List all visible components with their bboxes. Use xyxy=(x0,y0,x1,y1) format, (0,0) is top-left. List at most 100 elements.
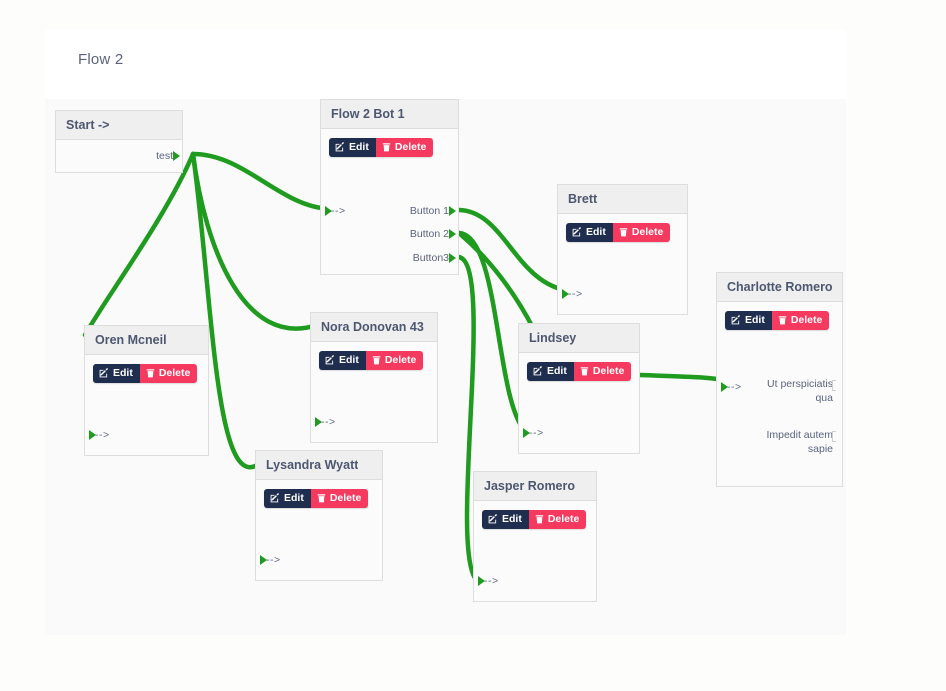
edit-button[interactable]: Edit xyxy=(93,364,140,383)
page-title: Flow 2 xyxy=(78,51,124,68)
node-body: Edit Delete --> xyxy=(519,353,639,453)
node-lysandra-wyatt[interactable]: Lysandra Wyatt Edit Delete xyxy=(255,450,383,581)
edit-button[interactable]: Edit xyxy=(527,362,574,381)
node-jasper-romero[interactable]: Jasper Romero Edit Delete xyxy=(473,471,597,602)
edge-start-to-oren xyxy=(82,151,196,338)
port-marker-in-icon xyxy=(562,289,569,299)
node-action-group: Edit Delete xyxy=(93,364,198,383)
node-body: Edit Delete --> xyxy=(311,342,437,442)
edit-button[interactable]: Edit xyxy=(725,311,772,330)
port-in[interactable]: --> xyxy=(721,380,742,394)
trash-icon xyxy=(382,142,391,152)
edit-button[interactable]: Edit xyxy=(566,223,613,242)
delete-button-label: Delete xyxy=(329,492,362,504)
port-in[interactable]: --> xyxy=(478,574,499,588)
edge-button2-to-lindsey xyxy=(456,230,528,434)
node-flow-2-bot-1[interactable]: Flow 2 Bot 1 Edit Delete xyxy=(320,99,459,275)
node-header: Flow 2 Bot 1 xyxy=(321,100,458,129)
trash-icon xyxy=(778,315,787,325)
delete-button[interactable]: Delete xyxy=(139,364,198,383)
pencil-square-icon xyxy=(99,368,109,378)
delete-button[interactable]: Delete xyxy=(612,223,671,242)
port-in[interactable]: --> xyxy=(562,287,583,301)
trash-icon xyxy=(580,366,589,376)
node-action-group: Edit Delete xyxy=(264,489,369,508)
node-charlotte-romero[interactable]: Charlotte Romero Edit Delete xyxy=(716,272,843,487)
node-header: Start -> xyxy=(56,111,182,140)
edit-button[interactable]: Edit xyxy=(264,489,311,508)
port-marker-in-icon xyxy=(89,430,96,440)
edit-button[interactable]: Edit xyxy=(329,138,376,157)
port-marker-out-icon xyxy=(449,206,456,216)
node-header: Lindsey xyxy=(519,324,639,353)
delete-button[interactable]: Delete xyxy=(528,510,587,529)
pencil-square-icon xyxy=(533,366,543,376)
port-out-button-2[interactable]: Button 2 xyxy=(410,227,456,241)
delete-button-label: Delete xyxy=(790,314,823,326)
node-action-group: Edit Delete xyxy=(725,311,830,330)
port-in[interactable]: --> xyxy=(260,553,281,567)
delete-button[interactable]: Delete xyxy=(310,489,369,508)
trash-icon xyxy=(535,514,544,524)
port-marker-out-icon xyxy=(832,431,836,442)
port-marker-out-icon xyxy=(832,380,836,391)
node-action-group: Edit Delete xyxy=(566,223,671,242)
node-title: Oren Mcneil xyxy=(95,333,167,347)
delete-button[interactable]: Delete xyxy=(365,351,424,370)
port-out-button-1[interactable]: Button 1 xyxy=(410,204,456,218)
node-action-group: Edit Delete xyxy=(482,510,587,529)
port-out-test[interactable]: test xyxy=(156,149,180,163)
node-body: Edit Delete --> xyxy=(558,214,687,314)
port-marker-in-icon xyxy=(315,417,322,427)
port-marker-out-icon xyxy=(449,229,456,239)
port-in[interactable]: --> xyxy=(523,426,544,440)
node-title: Flow 2 Bot 1 xyxy=(331,107,405,121)
delete-button[interactable]: Delete xyxy=(375,138,434,157)
edge-button1-to-brett xyxy=(456,207,573,294)
delete-button[interactable]: Delete xyxy=(771,311,830,330)
port-out-impedit-autem-sapie[interactable]: Impedit autem sapie xyxy=(747,428,836,456)
port-in[interactable]: --> xyxy=(315,415,336,429)
node-body: test xyxy=(56,140,182,172)
node-title: Charlotte Romero xyxy=(727,280,832,294)
port-out-ut-perspiciatis-qua[interactable]: Ut perspiciatis qua xyxy=(747,377,836,405)
delete-button[interactable]: Delete xyxy=(573,362,632,381)
node-lindsey[interactable]: Lindsey Edit Delete xyxy=(518,323,640,454)
edit-button-label: Edit xyxy=(113,367,133,379)
delete-button-label: Delete xyxy=(384,354,417,366)
node-title: Nora Donovan 43 xyxy=(321,320,424,334)
node-brett[interactable]: Brett Edit Delete xyxy=(557,184,688,315)
edit-button-label: Edit xyxy=(349,141,369,153)
node-header: Jasper Romero xyxy=(474,472,596,501)
pencil-square-icon xyxy=(572,227,582,237)
trash-icon xyxy=(372,355,381,365)
node-header: Oren Mcneil xyxy=(85,326,208,355)
edge-start-to-nora xyxy=(190,151,320,331)
port-marker-in-icon xyxy=(523,428,530,438)
edge-lindsey-to-charlotte xyxy=(637,372,728,383)
node-action-group: Edit Delete xyxy=(527,362,632,381)
node-oren-mcneil[interactable]: Oren Mcneil Edit Delete xyxy=(84,325,209,456)
flow-canvas[interactable]: Start -> test Flow 2 Bot 1 xyxy=(45,99,846,635)
delete-button-label: Delete xyxy=(158,367,191,379)
edit-button-label: Edit xyxy=(339,354,359,366)
node-start[interactable]: Start -> test xyxy=(55,110,183,173)
edge-start-to-flow2bot1 xyxy=(190,151,333,212)
port-marker-in-icon xyxy=(260,555,267,565)
trash-icon xyxy=(146,368,155,378)
node-header: Charlotte Romero xyxy=(717,273,842,302)
node-header: Lysandra Wyatt xyxy=(256,451,382,480)
edit-button-label: Edit xyxy=(745,314,765,326)
port-in[interactable]: --> xyxy=(89,428,110,442)
port-marker-out-icon xyxy=(449,253,456,263)
edit-button[interactable]: Edit xyxy=(482,510,529,529)
node-action-group: Edit Delete xyxy=(329,138,434,157)
node-header: Nora Donovan 43 xyxy=(311,313,437,342)
port-in[interactable]: --> xyxy=(325,204,346,218)
port-out-button-3[interactable]: Button3 xyxy=(413,251,456,265)
edit-button[interactable]: Edit xyxy=(319,351,366,370)
node-nora-donovan-43[interactable]: Nora Donovan 43 Edit Delete xyxy=(310,312,438,443)
delete-button-label: Delete xyxy=(592,365,625,377)
pencil-square-icon xyxy=(731,315,741,325)
